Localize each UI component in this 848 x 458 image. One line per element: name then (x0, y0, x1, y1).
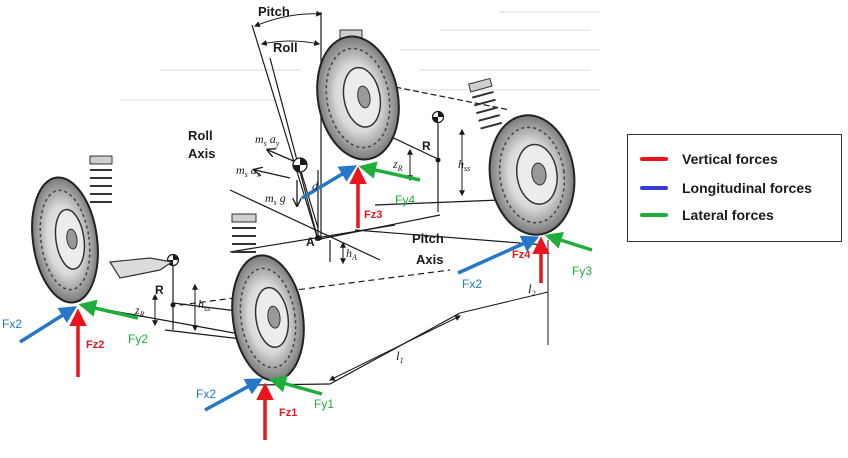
roll-center-rear (431, 110, 445, 124)
legend-item-longitudinal: Longitudinal forces (640, 178, 812, 198)
wheel-front-right (231, 254, 305, 382)
point-a-dot (315, 235, 321, 241)
force-arrow-fy1 (268, 375, 323, 396)
label-l1: l1 (396, 348, 404, 365)
label-fy3: Fy3 (572, 264, 592, 278)
label-fz4: Fz4 (512, 249, 531, 261)
label-fy1: Fy1 (314, 397, 334, 411)
inertia-arrows (255, 150, 298, 205)
label-fz1: Fz1 (279, 407, 297, 419)
pitch-arc (253, 10, 323, 28)
label-fy4: Fy4 (395, 193, 415, 207)
legend-item-lateral: Lateral forces (640, 205, 774, 225)
label-pitch-axis-line1: Pitch (412, 231, 444, 246)
label-zr-rear: zR (392, 157, 403, 173)
label-zr-front: zR (134, 303, 145, 319)
force-arrow-fy4 (358, 161, 421, 182)
label-fz3: Fz3 (364, 209, 382, 221)
label-fz2: Fz2 (86, 339, 104, 351)
force-arrow-fy2 (78, 299, 139, 320)
spring-rear-right (468, 77, 503, 130)
label-roll: Roll (273, 40, 298, 55)
force-arrow-fx2-rear (301, 165, 358, 200)
label-fx2-left: Fx2 (2, 317, 22, 331)
label-ms-g: ms g (265, 191, 286, 207)
label-roll-axis-line1: Roll (188, 128, 213, 143)
label-ms-ax: ms ax (236, 163, 261, 179)
wheel-front-left (31, 176, 99, 304)
label-fy2: Fy2 (128, 332, 148, 346)
force-arrow-fy3 (544, 231, 593, 252)
dimension-lines (152, 128, 549, 381)
point-r-front-dot (170, 302, 176, 308)
label-roll-axis-line2: Axis (188, 146, 215, 161)
label-point-r-front: R (155, 283, 164, 297)
label-point-a: A (306, 235, 315, 249)
label-l2: l2 (528, 281, 536, 298)
label-point-r-rear: R (422, 139, 431, 153)
force-arrow-fx2-right (457, 235, 540, 275)
force-arrow-fx2-bottom (204, 378, 264, 412)
lateral-force-arrows (78, 161, 593, 396)
legend-item-vertical: Vertical forces (640, 149, 778, 169)
label-ms-ay: ms ay (255, 132, 280, 148)
control-arm-front-left (108, 257, 174, 279)
label-hs-rear: hss (458, 157, 470, 173)
spring-front-left (89, 155, 113, 203)
legend-swatch-lateral (640, 213, 668, 217)
legend: Vertical forces Longitudinal forces Late… (627, 134, 842, 242)
label-hs-front: hss (198, 297, 210, 313)
point-r-rear-dot (435, 157, 441, 163)
label-pitch-axis-line2: Axis (416, 252, 443, 267)
vertical-force-arrows (69, 166, 550, 440)
label-d: d (312, 179, 319, 193)
background-texture (120, 11, 600, 101)
legend-label-vertical: Vertical forces (682, 151, 778, 167)
legend-swatch-longitudinal (640, 186, 668, 190)
wheel-rear-left (316, 35, 400, 161)
label-pitch: Pitch (258, 4, 290, 19)
label-fx2-bottom: Fx2 (196, 387, 216, 401)
center-of-mass (292, 157, 308, 173)
legend-label-longitudinal: Longitudinal forces (682, 180, 812, 196)
roll-arc (260, 40, 321, 46)
force-arrow-fx2-left (19, 306, 77, 344)
label-fx2-right: Fx2 (462, 277, 482, 291)
wheel-rear-right (488, 114, 576, 236)
chassis-lines (79, 12, 546, 386)
longitudinal-force-arrows (19, 165, 540, 412)
legend-swatch-vertical (640, 157, 668, 161)
legend-label-lateral: Lateral forces (682, 207, 774, 223)
spring-front-right (231, 213, 257, 253)
label-h-a: hA (346, 246, 357, 262)
